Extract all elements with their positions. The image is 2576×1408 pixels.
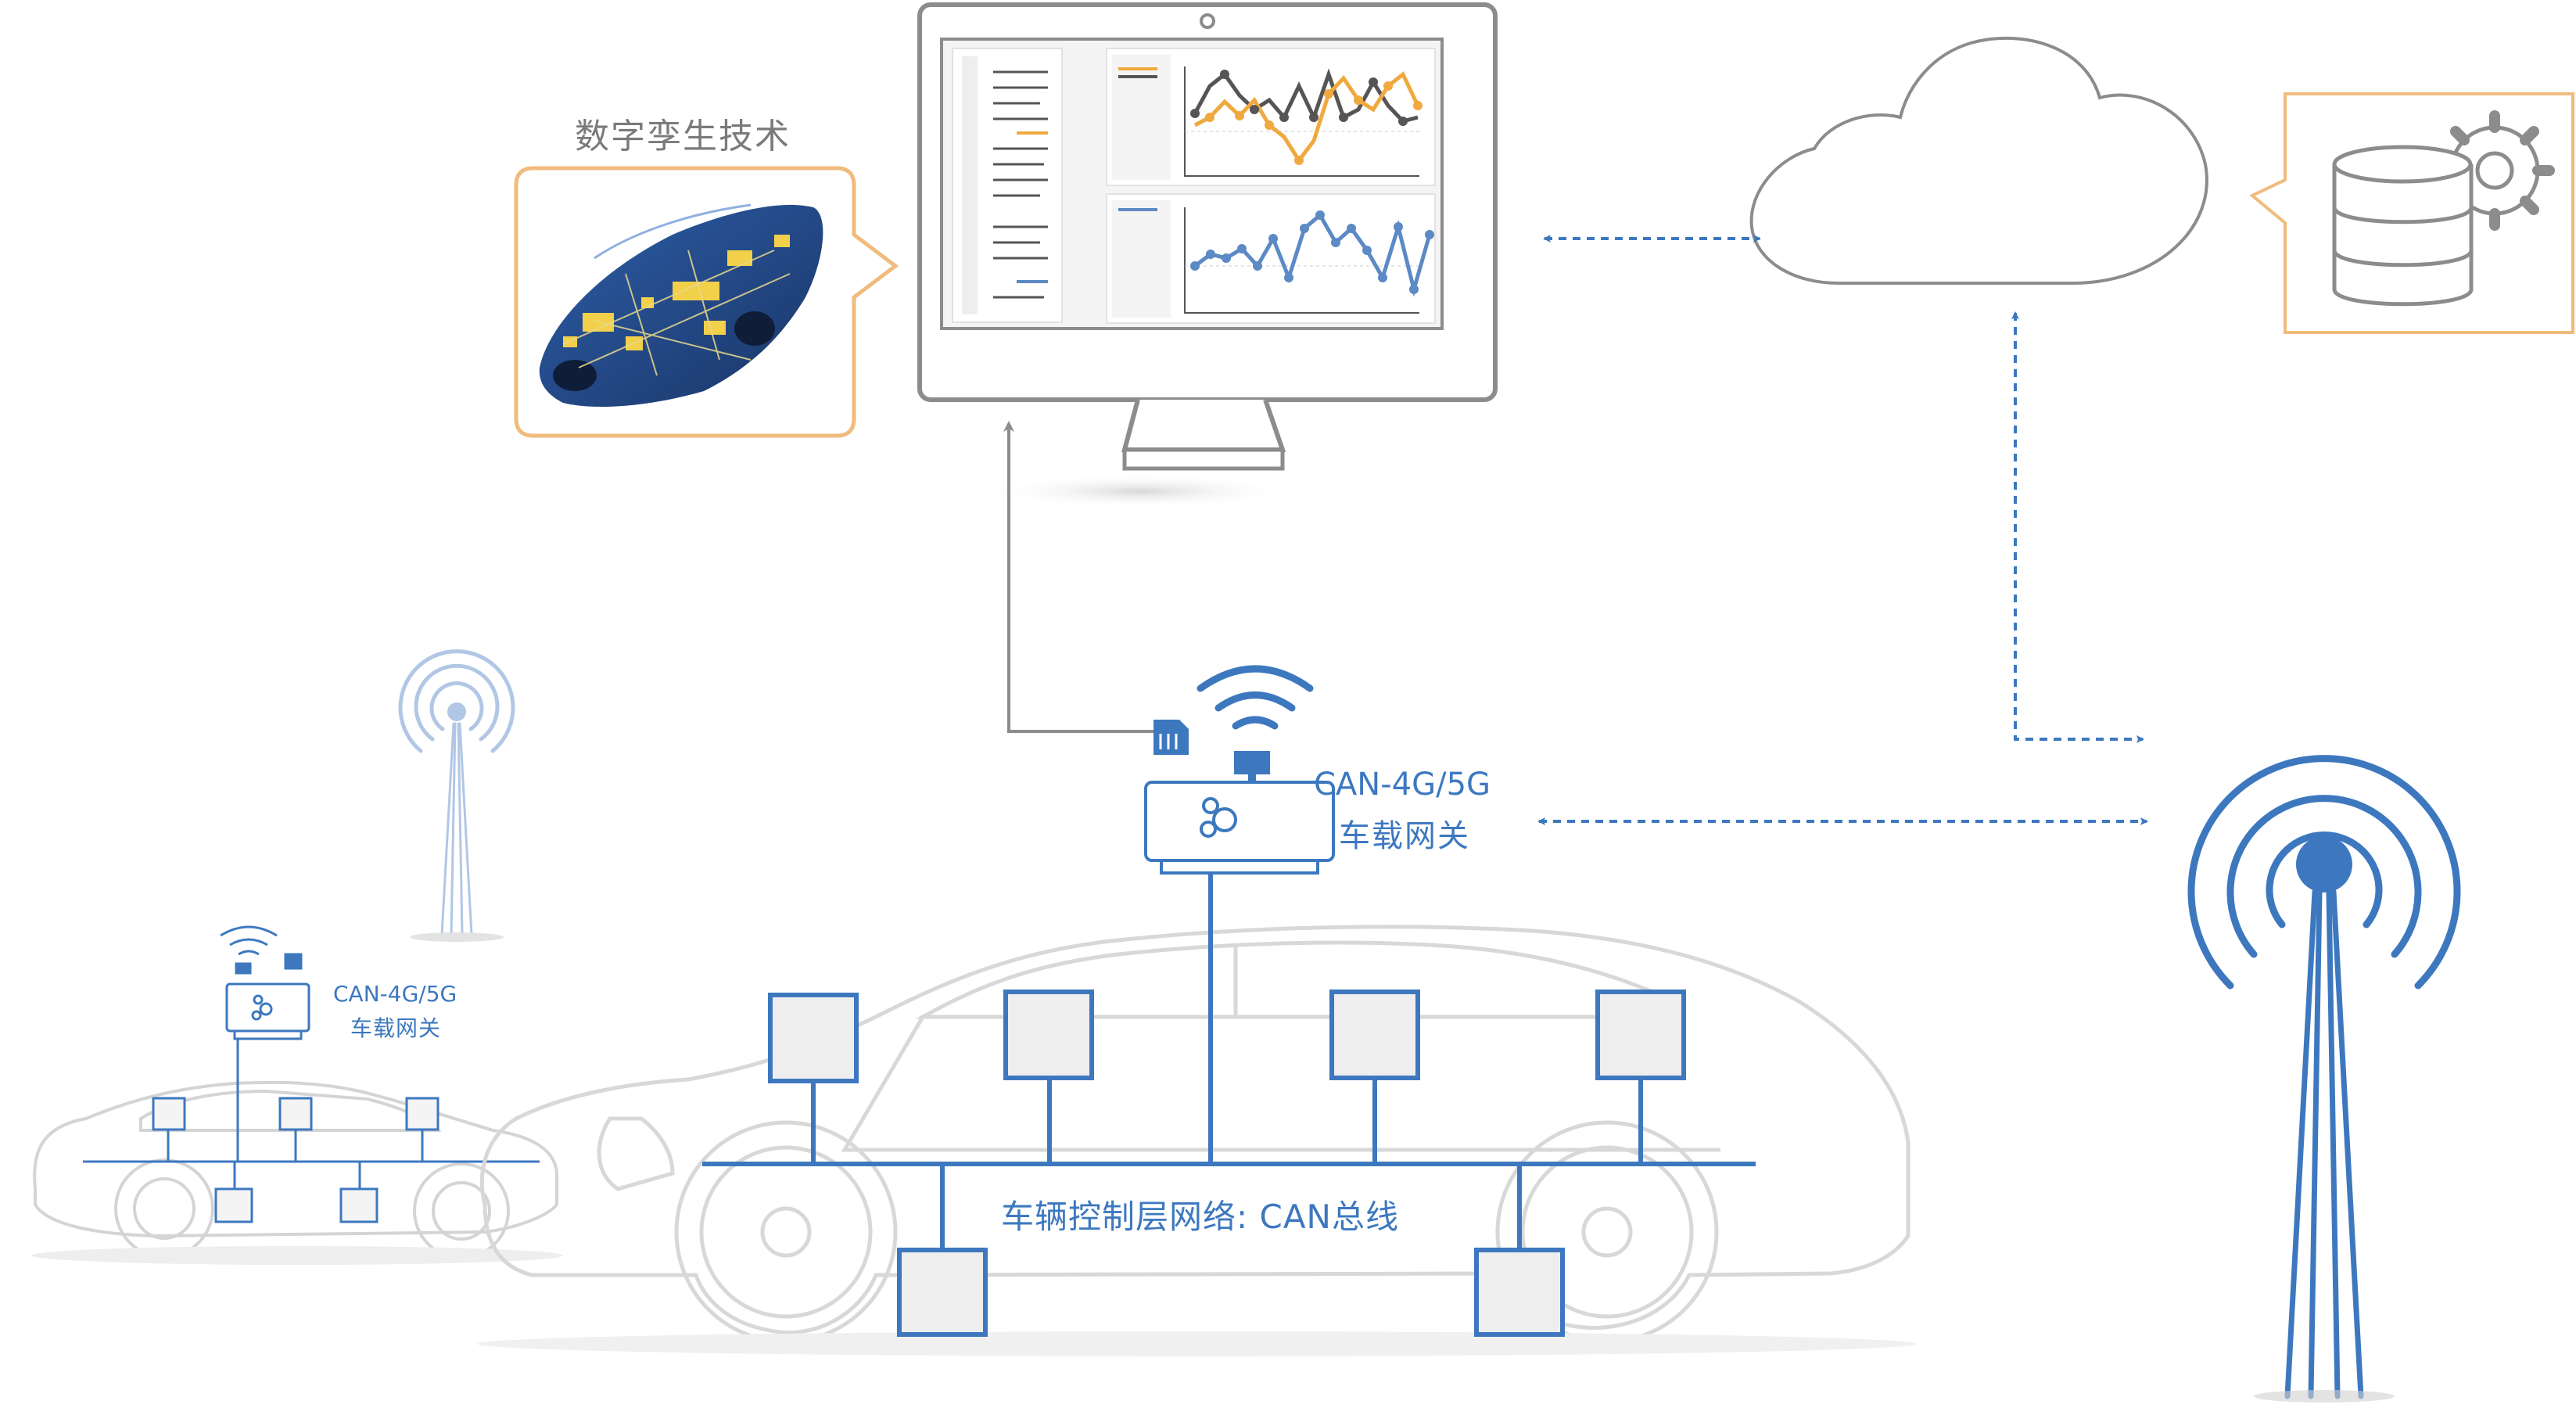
digital-twin-title: 数字孪生技术	[575, 117, 791, 156]
database-gear-icon	[2332, 110, 2555, 307]
database-callout	[2249, 92, 2574, 334]
small-gateway-box-icon	[220, 925, 310, 1040]
monitor-gateway-link	[1003, 421, 1171, 737]
gateway-label-line1: CAN-4G/5G	[1314, 767, 1491, 803]
monitor-icon	[917, 2, 1498, 508]
small-gateway-label-line2: 车载网关	[350, 1015, 442, 1041]
gateway-box-icon	[1144, 751, 1335, 875]
gateway-label-line2: 车载网关	[1339, 818, 1470, 854]
car-outline-icon	[479, 925, 1910, 1344]
can-bus-network	[702, 873, 1756, 1252]
small-gateway-label-line1: CAN-4G/5G	[333, 981, 457, 1007]
wifi-icon	[1197, 665, 1314, 730]
cloud-icon	[1749, 37, 2208, 285]
can-bus-label: 车辆控制层网络: CAN总线	[1001, 1198, 1399, 1236]
digital-twin-callout	[514, 166, 899, 438]
sim-card-icon	[1153, 720, 1189, 755]
car-render-image	[539, 203, 823, 407]
cloud-tower-link	[2011, 311, 2144, 743]
antenna-tower-icon	[2187, 755, 2461, 1403]
small-antenna-tower-icon	[398, 649, 515, 942]
ecu-node-icon	[768, 990, 1686, 1337]
small-can-bus-network	[83, 1039, 540, 1223]
